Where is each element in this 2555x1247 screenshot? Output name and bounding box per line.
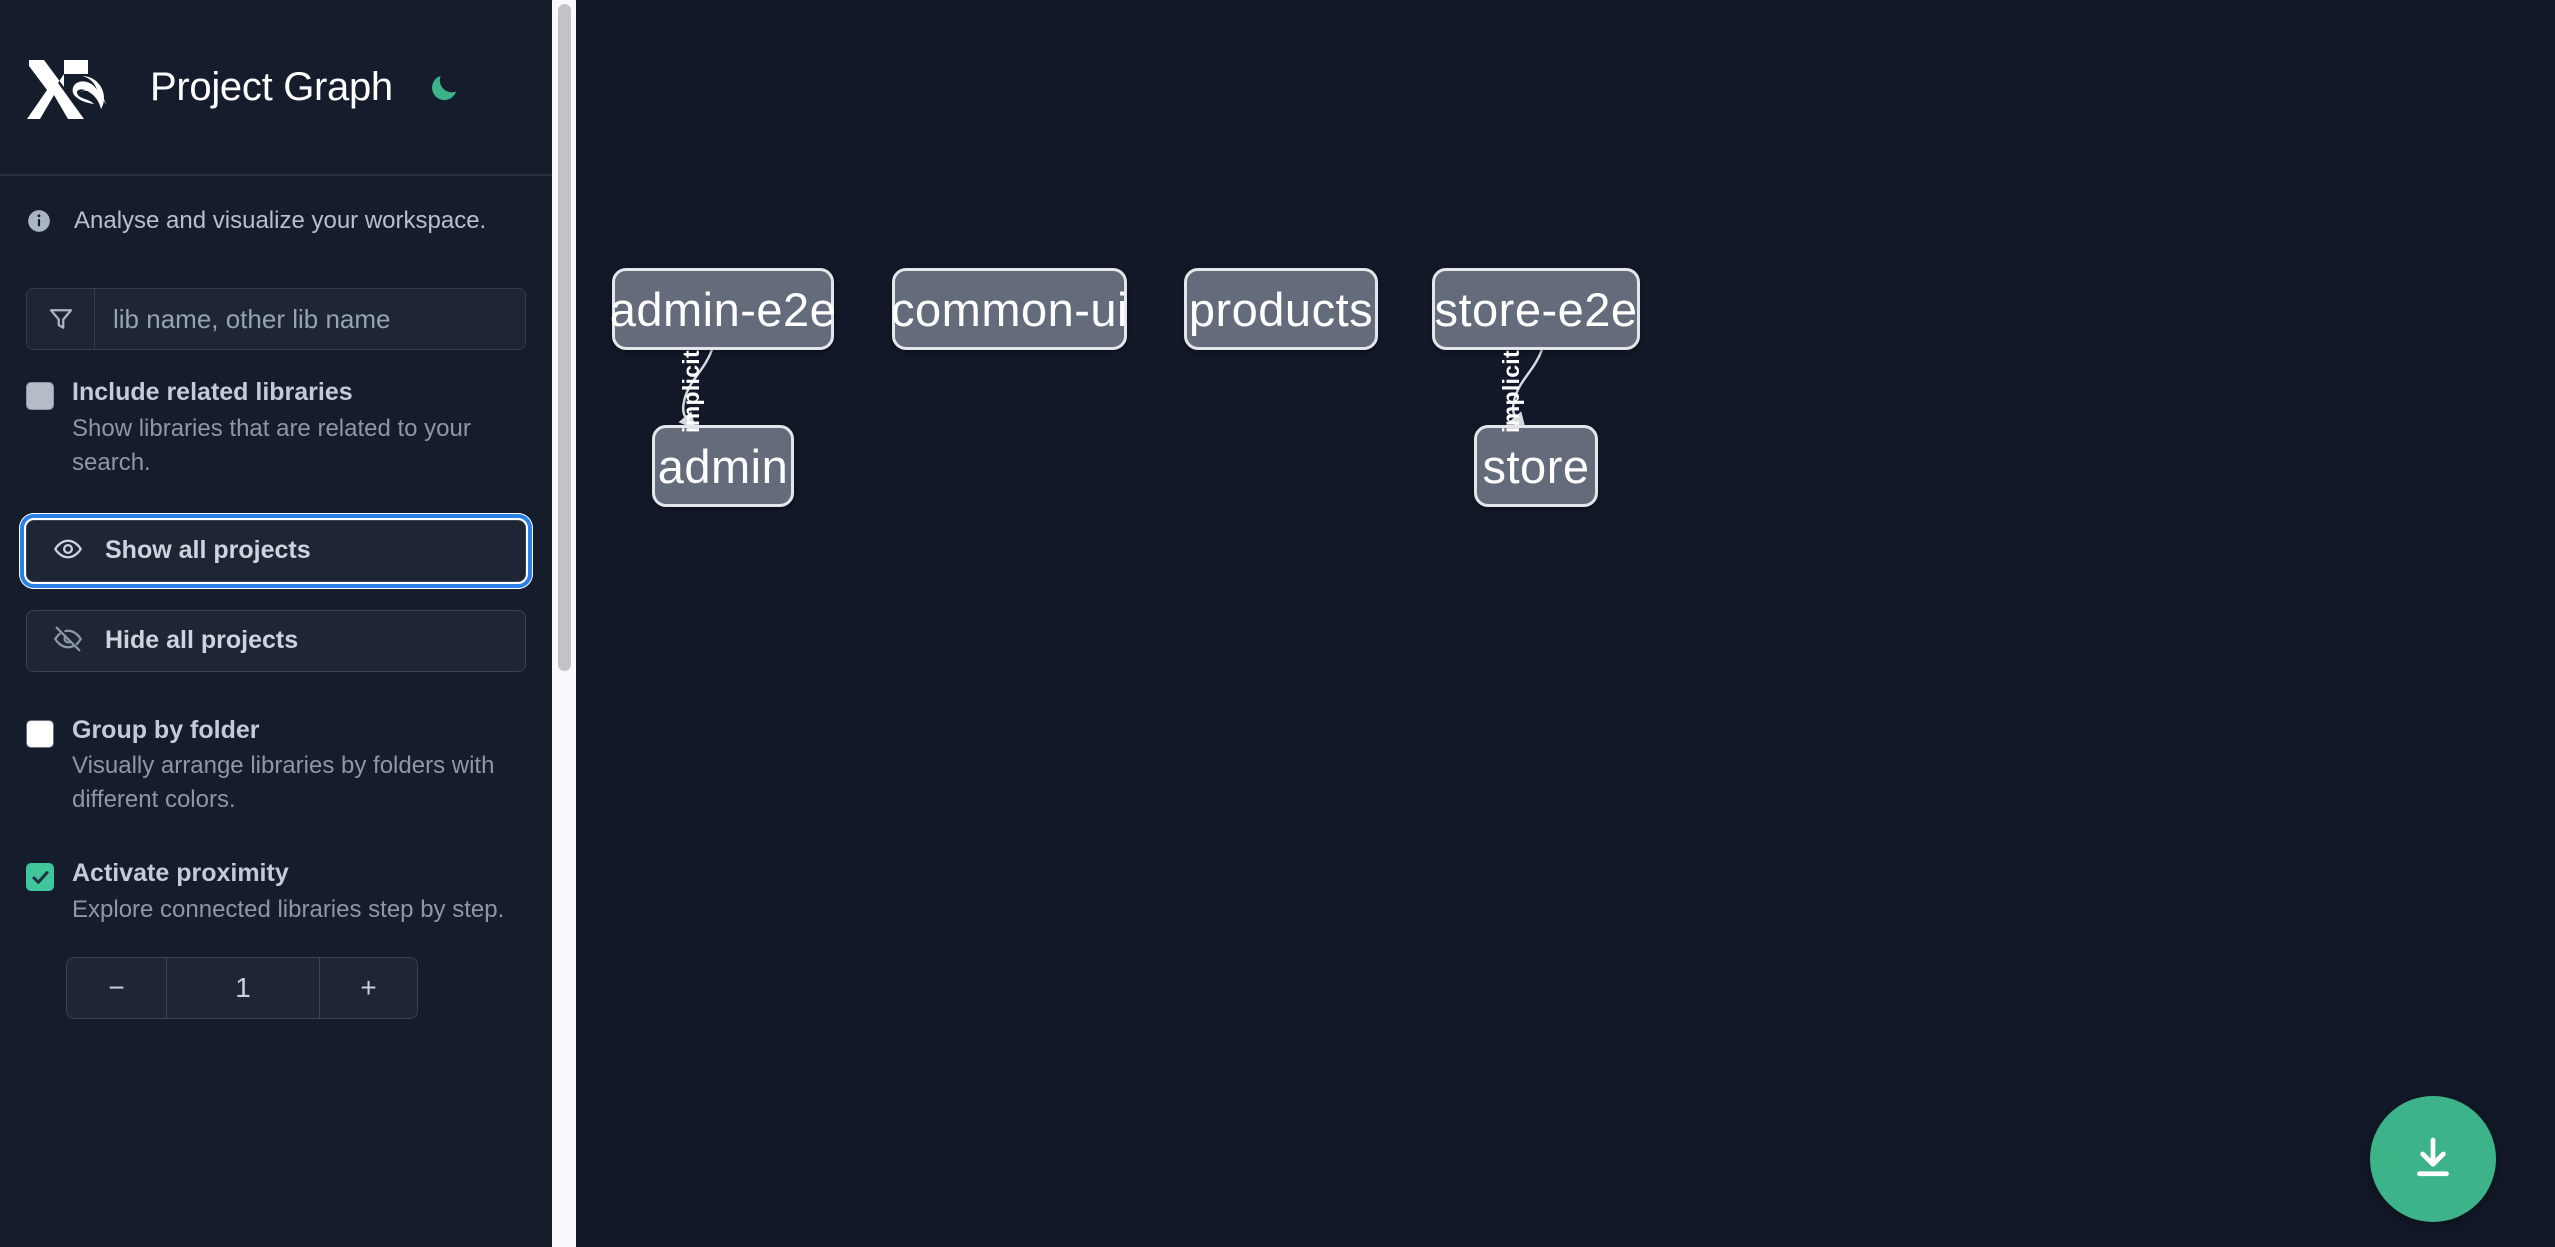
info-text: Analyse and visualize your workspace. [74, 207, 487, 234]
proximity-value: 1 [167, 957, 319, 1018]
eye-off-icon [53, 624, 83, 657]
hide-all-projects-label: Hide all projects [105, 626, 299, 655]
graph-node-admin[interactable]: admin [652, 425, 794, 507]
moon-icon[interactable] [423, 66, 465, 108]
filter-funnel-icon[interactable] [27, 289, 95, 349]
show-all-projects-label: Show all projects [105, 536, 311, 565]
proximity-increment-button[interactable]: + [319, 957, 417, 1018]
option-include-related-libraries[interactable]: Include related libraries Show libraries… [0, 376, 552, 480]
option-activate-proximity[interactable]: Activate proximity Explore connected lib… [0, 857, 552, 927]
option-description: Show libraries that are related to your … [72, 414, 471, 476]
show-all-projects-button[interactable]: Show all projects [20, 513, 532, 588]
eye-icon [53, 534, 83, 567]
nx-logo [26, 54, 122, 120]
option-label: Group by folder [72, 715, 260, 744]
option-description: Visually arrange libraries by folders wi… [72, 752, 495, 814]
proximity-decrement-button[interactable]: − [67, 957, 167, 1018]
proximity-stepper[interactable]: − 1 + [66, 956, 418, 1019]
graph-node-store-e2e[interactable]: store-e2e [1432, 268, 1640, 350]
show-all-projects-wrap: Show all projects [0, 513, 552, 588]
option-description: Explore connected libraries step by step… [72, 895, 505, 923]
search-input[interactable] [95, 289, 525, 349]
search-box[interactable] [26, 288, 526, 350]
option-group-by-folder[interactable]: Group by folder Visually arrange librari… [0, 714, 552, 818]
edge-label-store-implicit: implicit [1497, 350, 1524, 433]
hide-all-projects-wrap: Hide all projects [0, 609, 552, 672]
download-graph-button[interactable] [2370, 1096, 2496, 1222]
graph-edges [678, 349, 1544, 430]
graph-node-common-ui[interactable]: common-ui [891, 268, 1127, 350]
proximity-stepper-wrap: − 1 + [0, 956, 552, 1019]
graph-node-store[interactable]: store [1474, 425, 1598, 507]
group-by-folder-checkbox[interactable] [26, 719, 54, 748]
graph-node-products[interactable]: products [1184, 268, 1378, 350]
search-section [0, 266, 552, 350]
page-title: Project Graph [150, 64, 393, 109]
sidebar-header: Project Graph [0, 0, 552, 176]
sidebar-scrollbar-thumb[interactable] [558, 4, 571, 671]
info-icon [26, 208, 52, 234]
hide-all-projects-button[interactable]: Hide all projects [26, 609, 526, 672]
include-related-libraries-checkbox[interactable] [26, 382, 54, 410]
graph-canvas[interactable]: admin-e2e admin common-ui products store… [552, 0, 2555, 1247]
option-label: Include related libraries [72, 378, 353, 406]
activate-proximity-checkbox[interactable] [26, 863, 54, 892]
graph-node-admin-e2e[interactable]: admin-e2e [610, 268, 836, 350]
download-icon [2406, 1131, 2460, 1188]
edge-label-admin-implicit: implicit [677, 350, 704, 433]
option-label: Activate proximity [72, 859, 289, 888]
info-banner: Analyse and visualize your workspace. [0, 176, 552, 266]
sidebar-scrollbar-track[interactable] [552, 0, 576, 1247]
sidebar: Project Graph Analyse and visualize your… [0, 0, 552, 1247]
